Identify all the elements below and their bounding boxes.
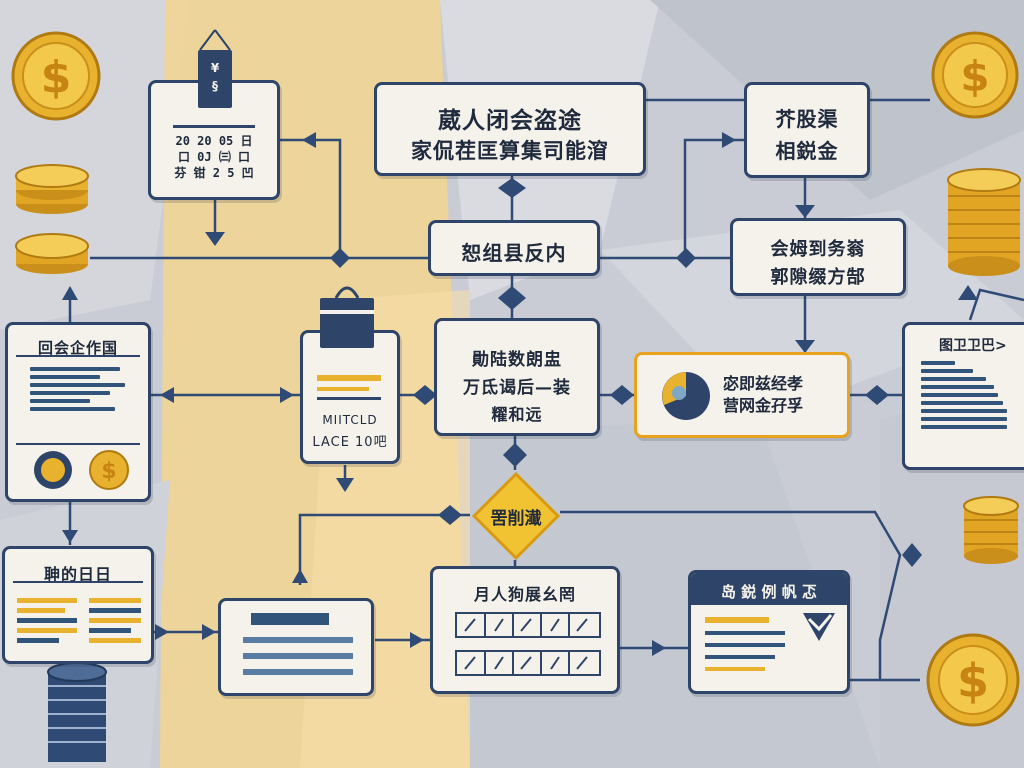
summary-window-title: 岛 鋭 例 帆 忑 xyxy=(721,583,817,601)
statement-bars xyxy=(921,357,1007,433)
dollar-coin-icon: $ xyxy=(11,31,101,121)
svg-text:§: § xyxy=(212,79,218,93)
dollar-coin-icon: $ xyxy=(931,31,1019,119)
hub-node[interactable]: 恕组县反内 xyxy=(428,220,600,276)
connector-markers xyxy=(62,132,978,656)
coin-stack-icon xyxy=(15,233,89,274)
title-node-line2: 家侃茬匡算集司能㴭 xyxy=(411,139,609,163)
svg-text:$: $ xyxy=(960,52,989,101)
svg-text:¥: ¥ xyxy=(211,61,220,75)
settlement-node-line2: 郭隙缀方郜 xyxy=(770,267,866,288)
title-node[interactable]: 葳人闭会盗途 家侃茬匡算集司能㴭 xyxy=(374,82,646,176)
dollar-coin-icon: $ xyxy=(89,450,129,490)
purchase-card-line2: LACE 10吧 xyxy=(312,435,388,450)
ledger-table-title: 月人狗展幺罔 xyxy=(473,585,576,604)
portfolio-node-line1: 宓即兹经孝 xyxy=(723,374,804,393)
ledger-row: 口 0J ㈢ 口 xyxy=(177,150,251,164)
shopping-bag-icon xyxy=(320,286,374,348)
report-bars xyxy=(30,363,130,415)
ledger-table[interactable]: 月人狗展幺罔 xyxy=(430,566,620,694)
settlement-node-line1: 会姆到务嵡 xyxy=(770,239,866,260)
report-panel[interactable]: 回会企作国 $ xyxy=(5,322,151,502)
coin-stack-icon xyxy=(947,168,1021,276)
title-node-line1: 葳人闭会盗途 xyxy=(438,108,582,134)
transaction-node-line2: 万氐谒后—装 xyxy=(463,378,571,398)
fund-node-line1: 芥股渠 xyxy=(775,107,839,131)
portfolio-node-line2: 营网金孖孚 xyxy=(723,396,804,415)
transaction-node[interactable]: 勛陆数朗盅 万氐谒后—装 䊮和远 xyxy=(434,318,600,436)
dollar-coin-icon: $ xyxy=(926,633,1020,727)
coin-stack-icon xyxy=(47,662,107,762)
summary-window[interactable]: 岛 鋭 例 帆 忑 xyxy=(688,570,850,694)
statement-doc[interactable]: 图卫卫巴> xyxy=(902,322,1024,470)
ledger-row: 芬 钳 2 5 凹 xyxy=(174,166,254,180)
portfolio-node[interactable]: 宓即兹经孝 营网金孖孚 xyxy=(634,352,850,438)
list-card[interactable] xyxy=(218,598,374,696)
ledger-table-grid xyxy=(455,612,601,676)
coin-stack-icon xyxy=(15,164,89,214)
check-icon xyxy=(803,613,835,641)
svg-text:$: $ xyxy=(41,52,72,103)
svg-text:$: $ xyxy=(957,654,989,708)
decision-node-label: 罟削瀐 xyxy=(490,509,542,529)
budget-bars-right xyxy=(89,593,141,648)
statement-doc-title: 图卫卫巴> xyxy=(939,338,1007,354)
budget-sheet[interactable]: 䎶的日日 xyxy=(2,546,154,664)
emblem-coin-icon xyxy=(34,451,72,489)
report-panel-title: 回会企作国 xyxy=(37,339,118,357)
fund-node[interactable]: 芥股渠 相鋭金 xyxy=(744,82,870,178)
svg-text:$: $ xyxy=(101,459,116,484)
decision-diamond xyxy=(471,471,561,561)
summary-window-header xyxy=(691,573,847,605)
pie-chart-icon xyxy=(662,372,710,420)
hub-node-label: 恕组县反内 xyxy=(461,241,567,265)
purchase-card-line1: MIITCLD xyxy=(322,413,378,427)
purchase-card[interactable]: MIITCLD LACE 10吧 xyxy=(300,330,400,464)
ledger-row: 20 20 05 日 xyxy=(175,134,253,148)
transaction-node-line1: 勛陆数朗盅 xyxy=(472,350,562,370)
budget-bars-left xyxy=(17,593,77,648)
transaction-node-line3: 䊮和远 xyxy=(491,405,543,424)
coin-stack-icon xyxy=(963,496,1019,564)
decision-node[interactable]: 罟削瀐 xyxy=(470,470,562,562)
settlement-node[interactable]: 会姆到务嵡 郭隙缀方郜 xyxy=(730,218,906,296)
fund-node-line2: 相鋭金 xyxy=(775,139,839,163)
hanging-tag-icon: ¥ § xyxy=(198,29,232,108)
budget-sheet-title: 䎶的日日 xyxy=(43,565,112,584)
